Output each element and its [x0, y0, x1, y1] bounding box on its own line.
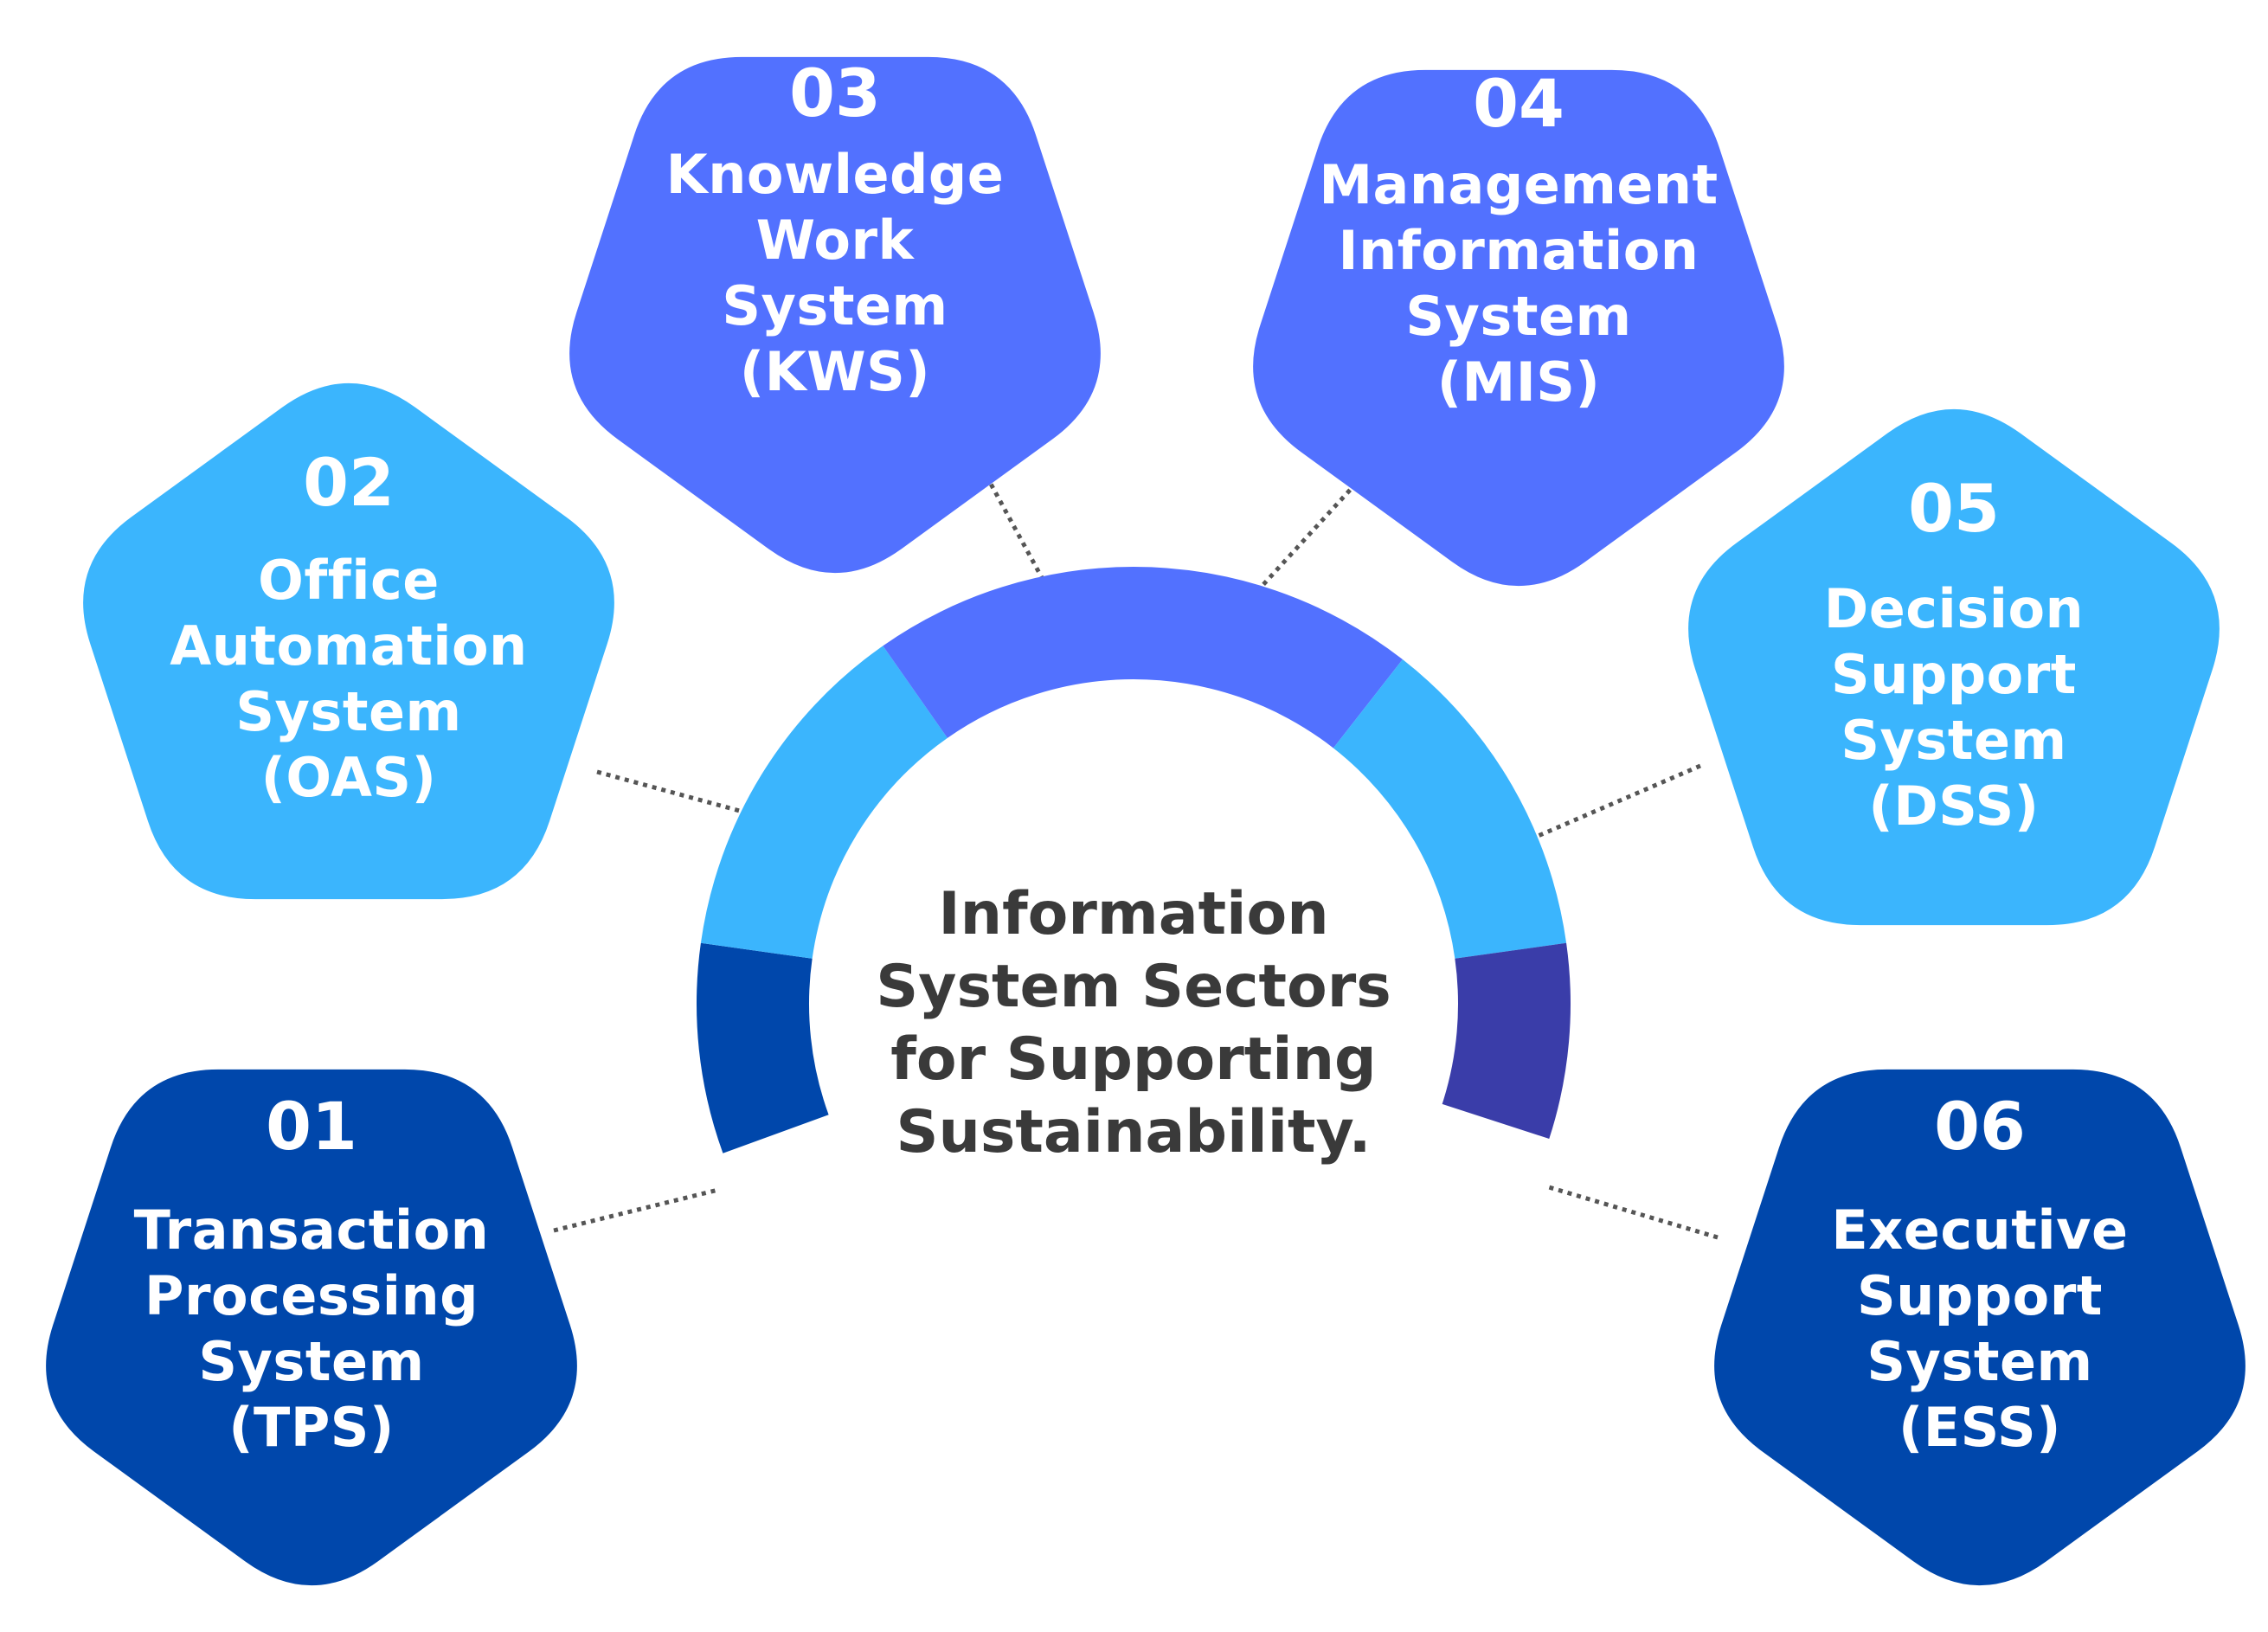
- node-03-number: 03: [789, 55, 881, 132]
- node-06-pentagon: [1714, 1069, 2246, 1586]
- node-shapes: [46, 56, 2246, 1586]
- node-05-number: 05: [1908, 470, 2000, 547]
- node-02-label: Office Automation System (OAS): [170, 548, 528, 809]
- node-05-text: 05 Decision Support System (DSS): [1729, 474, 2179, 839]
- node-04-text: 04 Management Information System (MIS): [1294, 69, 1744, 415]
- center-title: Information System Sectors for Supportin…: [876, 880, 1391, 1166]
- arc-segment-03: [883, 567, 1134, 738]
- node-06-number: 06: [1934, 1088, 2026, 1165]
- connector-05: [1509, 763, 1701, 851]
- node-04-pentagon: [1253, 69, 1784, 587]
- node-06-text: 06 Executive Support System (ESS): [1755, 1092, 2205, 1461]
- node-04-label: Management Information System (MIS): [1319, 152, 1719, 414]
- arc-segment-02: [700, 646, 948, 959]
- node-03-pentagon: [569, 56, 1101, 574]
- node-01-label: Transaction Processing System (TPS): [133, 1198, 490, 1459]
- arc-segment-06: [1442, 942, 1571, 1140]
- node-01-pentagon: [46, 1069, 577, 1586]
- node-05-pentagon: [1688, 408, 2220, 926]
- node-02-number: 02: [303, 444, 395, 521]
- connector-06: [1548, 1185, 1719, 1240]
- arc-segment-05: [1333, 659, 1567, 959]
- connector-04: [1218, 474, 1365, 633]
- node-03-label: Knowledge Work System (KWS): [665, 142, 1005, 403]
- node-02-pentagon: [83, 382, 614, 900]
- arc-segment-04: [1134, 567, 1403, 749]
- node-04-number: 04: [1473, 65, 1564, 142]
- node-06-label: Executive Support System (ESS): [1831, 1198, 2129, 1459]
- node-03-text: 03 Knowledge Work System (KWS): [610, 59, 1060, 405]
- node-01-text: 01 Transaction Processing System (TPS): [87, 1092, 536, 1461]
- connector-03: [984, 474, 1074, 633]
- node-02-text: 02 Office Automation System (OAS): [124, 448, 574, 811]
- node-05-label: Decision Support System (DSS): [1823, 576, 2085, 838]
- connector-01: [553, 1187, 719, 1233]
- center-arc: [697, 567, 1571, 1153]
- arc-segment-01: [697, 942, 829, 1153]
- node-01-number: 01: [266, 1088, 357, 1165]
